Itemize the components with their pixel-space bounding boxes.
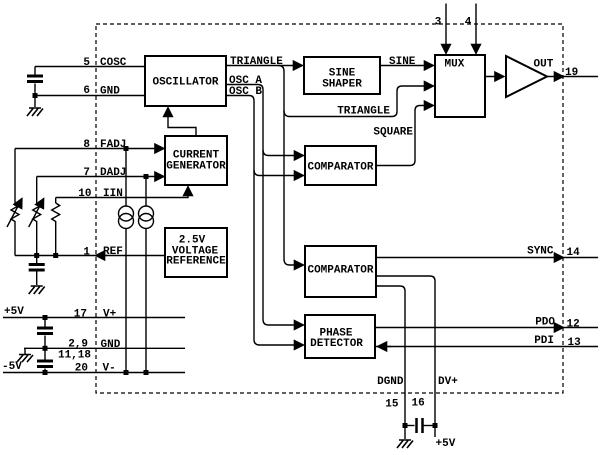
phase-detector-label: DETECTOR: [310, 338, 363, 350]
comparator-top-block: [304, 145, 377, 186]
square-label: SQUARE: [373, 127, 413, 139]
pin-name-vplus: V+: [103, 309, 117, 321]
mux-label: MUX: [445, 59, 465, 71]
pin-number-vplus: 17: [74, 309, 87, 321]
minus5v-label: -5V: [2, 361, 22, 373]
pdo-label: PDO: [535, 317, 555, 329]
oscillator-label: OSCILLATOR: [152, 77, 218, 89]
pin-name-ref: REF: [103, 246, 123, 258]
pin-number-iin: 10: [78, 188, 91, 200]
comparator-top-label: COMPARATOR: [307, 162, 373, 174]
sine-shaper-block: [303, 56, 381, 95]
current-source-icon: [117, 205, 135, 222]
plus5v-label: +5V: [4, 306, 24, 318]
voltage-reference-label: REFERENCE: [166, 256, 226, 268]
pin-name-cosc: COSC: [100, 57, 127, 69]
wire-curgen-to-oscillator: [162, 106, 197, 136]
triangle-label: TRIANGLE: [230, 56, 283, 68]
pin-number-gnd3: 11,18: [58, 350, 91, 362]
junction-nodes: [32, 93, 438, 428]
pin-labels: 5 COSC 6 GND 8 FADJ 7 DADJ 10 IIN 1 REF …: [58, 17, 581, 411]
pin-number-cosc: 5: [83, 57, 90, 69]
wire-iin: [55, 185, 194, 199]
resistor-iin: [50, 202, 62, 224]
sine-label: SINE: [389, 56, 416, 68]
phase-detector-label: PHASE: [319, 328, 352, 340]
wires: [3, 3, 598, 439]
osc-b-label: OSC B: [229, 86, 262, 98]
ground-icon: [16, 353, 34, 363]
ic-boundary: [95, 23, 564, 394]
sine-shaper-label: SHAPER: [322, 79, 362, 91]
pin-name-vminus: V-: [103, 363, 116, 375]
output-amplifier: [505, 54, 550, 99]
pin-number-out: 19: [565, 67, 578, 79]
plus5v-bottom-label: +5V: [436, 438, 456, 450]
pin-number-pdi: 13: [568, 337, 582, 349]
potentiometer-arrow-fadj: [6, 197, 23, 228]
phase-detector-block: [304, 314, 376, 359]
pin-number-dvplus: 16: [412, 398, 425, 410]
pin-number-mux-a: 3: [435, 17, 442, 29]
sine-shaper-label: SINE: [329, 68, 356, 80]
current-generator-label: CURRENT: [173, 150, 220, 162]
pin-number-vminus: 20: [75, 363, 88, 375]
wire-triangle-to-comparator2: [278, 64, 305, 271]
sync-label: SYNC: [527, 246, 554, 258]
voltage-reference-block: [164, 227, 228, 278]
ground-icon: [28, 285, 46, 295]
wire-dgnd: [376, 285, 406, 439]
wire-triangle-to-mux: [283, 80, 435, 118]
pin-name-fadj: FADJ: [100, 139, 126, 151]
voltage-reference-label: 2.5V: [179, 235, 206, 247]
current-generator-label: GENERATOR: [166, 161, 226, 173]
oscillator-block: [144, 55, 227, 107]
wire-dvplus: [376, 275, 436, 437]
comparator-mid-label: COMPARATOR: [307, 265, 373, 277]
pin-number-sync: 14: [567, 247, 581, 259]
supply-labels: +5V -5V +5V: [2, 306, 456, 450]
wire-osca-to-comparator1: [262, 149, 305, 162]
pin-name-gnd-mid: GND: [101, 339, 121, 351]
pdi-label: PDI: [534, 335, 554, 347]
pin-number-pdo: 12: [567, 319, 580, 331]
pin-number-mux-b: 4: [465, 17, 472, 29]
ground-icon: [396, 439, 414, 449]
pin-number-dgnd: 15: [385, 399, 399, 411]
wire-oscb-to-comparator1: [253, 169, 305, 182]
voltage-reference-label: VOLTAGE: [172, 246, 219, 258]
potentiometer-arrow-dadj: [28, 197, 45, 228]
current-source-icon: [137, 205, 155, 222]
out-label: OUT: [534, 59, 554, 71]
pin-number-fadj: 8: [83, 139, 90, 151]
triangle-mux-label: TRIANGLE: [337, 106, 390, 118]
pin-name-gnd: GND: [100, 86, 120, 98]
pin-number-ref: 1: [83, 247, 90, 259]
wire-oscb: [226, 94, 305, 351]
comparator-mid-block: [304, 245, 377, 298]
dvplus-label: DV+: [438, 376, 458, 388]
pin-number-gnd: 6: [83, 85, 90, 97]
current-generator-block: [164, 135, 228, 186]
dgnd-label: DGND: [377, 376, 404, 388]
wire-square-to-mux: [376, 99, 435, 167]
ground-icon: [26, 107, 44, 117]
pin-number-dadj: 7: [83, 167, 90, 179]
pin-name-iin: IIN: [103, 188, 123, 200]
mux-block: [434, 54, 486, 118]
ground-symbols: [16, 107, 414, 449]
signal-labels: TRIANGLE OSC A OSC B SINE TRIANGLE SQUAR…: [229, 56, 555, 388]
wire-osca: [226, 83, 305, 331]
blocks: OSCILLATOR SINE SHAPER MUX CURRENT GENER…: [144, 54, 550, 359]
osc-a-label: OSC A: [229, 75, 262, 87]
pin-number-gnd2: 2,9: [68, 339, 88, 351]
pin-name-dadj: DADJ: [100, 167, 126, 179]
